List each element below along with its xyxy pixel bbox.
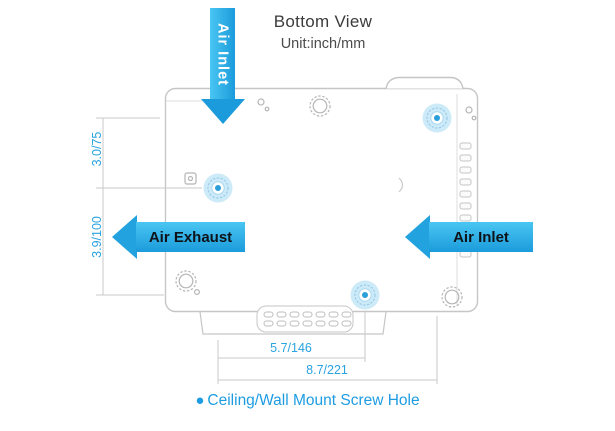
air-inlet-top-label: Air Inlet — [214, 22, 231, 86]
center-notch — [398, 177, 404, 193]
arrow-shaft: Air Exhaust — [136, 222, 245, 252]
unit-label: Unit:inch/mm — [280, 36, 366, 52]
screw-hole-highlight — [350, 280, 380, 310]
gear-screw — [175, 270, 197, 292]
arrow-shaft: Air Inlet — [429, 222, 533, 252]
small-screw-icon — [194, 289, 201, 296]
arrow-shaft: Air Inlet — [210, 8, 235, 100]
arrow-head-down-icon — [201, 99, 245, 124]
dimension-lines — [96, 117, 438, 384]
small-screw-icon — [257, 98, 265, 106]
legend: ●Ceiling/Wall Mount Screw Hole — [0, 392, 615, 410]
gear-screws — [175, 95, 477, 308]
screw-hole-highlight — [203, 173, 233, 203]
legend-label: Ceiling/Wall Mount Screw Hole — [207, 392, 420, 409]
bottom-vent — [256, 305, 354, 333]
air-exhaust-label: Air Exhaust — [148, 228, 233, 246]
arrow-head-left-icon — [112, 215, 137, 259]
fixture-square — [184, 172, 197, 185]
small-screw-icon — [471, 115, 477, 121]
screw-hole-bullet-icon: ● — [195, 392, 205, 409]
small-screw-icon — [187, 175, 194, 182]
air-inlet-right-label: Air Inlet — [453, 228, 509, 246]
projector-body — [164, 76, 479, 313]
dim-bottom-inner: 5.7/146 — [270, 341, 312, 355]
dim-left-upper: 3.0/75 — [90, 131, 104, 167]
screw-hole-highlight — [422, 103, 452, 133]
gear-screw — [441, 286, 463, 308]
gear-screw — [309, 95, 331, 117]
dim-bottom-outer: 8.7/221 — [306, 363, 348, 377]
arrow-head-left-icon — [405, 215, 430, 259]
top-handle — [385, 76, 464, 89]
page-title: Bottom View — [273, 12, 373, 31]
bottom-tab — [199, 311, 387, 335]
small-screw-icon — [465, 106, 473, 114]
screw-hole-highlights — [203, 103, 452, 310]
dim-left-lower: 3.9/100 — [90, 216, 104, 258]
small-screw-icon — [264, 106, 270, 112]
